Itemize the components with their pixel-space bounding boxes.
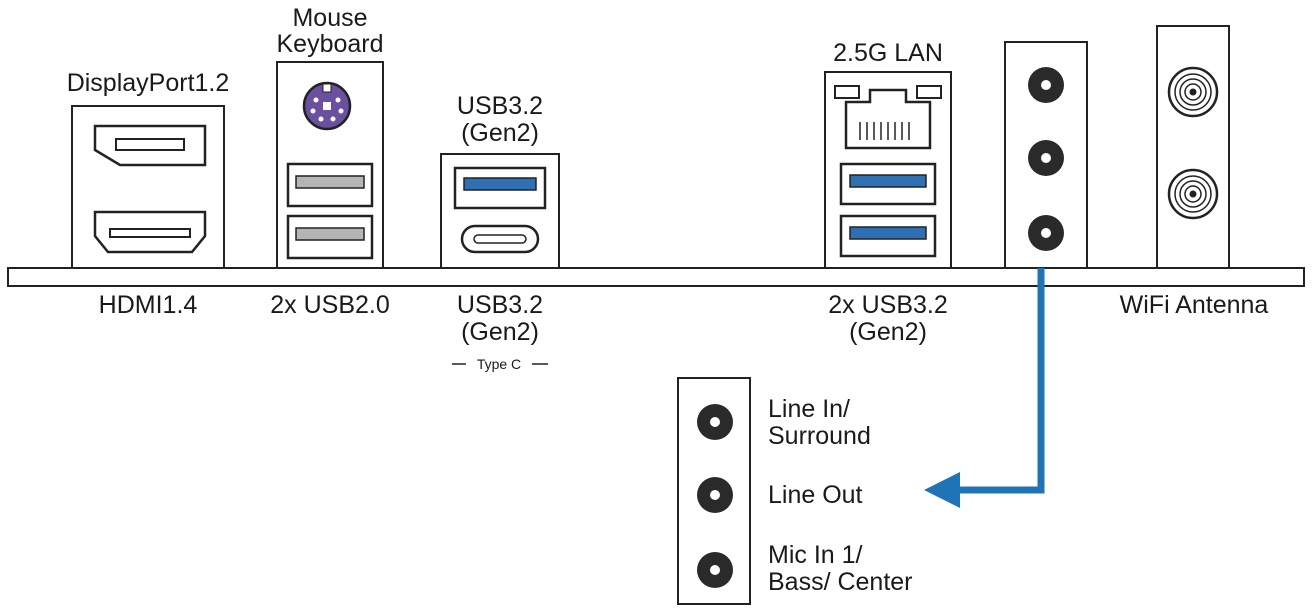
usb2-label: 2x USB2.0 [270,291,390,319]
io-shield-baseline [7,267,1305,287]
callout-arrow [955,268,1045,494]
wifi-antenna-housing [1156,25,1230,269]
usb2-port-2 [286,214,374,260]
mic-in-label: Mic In 1/ [768,541,863,569]
usb32-bottom-label: USB3.2 [456,291,544,319]
legend-jack-line-in [697,404,733,440]
lan-label: 2.5G LAN [833,39,943,67]
rj45-lan-port [834,85,942,150]
wifi-antenna-label: WiFi Antenna [1119,291,1269,319]
wifi-antenna-connector-2 [1167,168,1219,220]
bass-center-label: Bass/ Center [768,568,913,596]
usb32-gen2-port [453,166,547,210]
usb32-bottom-gen-label: (Gen2) [461,318,539,346]
usb32x2-gen-label: (Gen2) [849,318,927,346]
mouse-label: Mouse [292,4,368,32]
displayport-label: DisplayPort1.2 [66,69,230,97]
callout-arrowhead [924,472,960,508]
keyboard-label: Keyboard [276,30,384,58]
ps2-port [302,81,352,131]
wifi-antenna-connector-1 [1167,66,1219,118]
usb2-port-1 [286,162,374,208]
legend-jack-mic-in [697,552,733,588]
usb32-gen2-port-b [839,214,937,258]
usb32x2-label: 2x USB3.2 [828,291,948,319]
legend-jack-line-out [697,477,733,513]
usb32-gen2-port-a [839,162,937,206]
audio-jack-1 [1028,67,1064,103]
line-in-label: Line In/ [768,395,851,423]
surround-label: Surround [768,422,871,450]
line-out-label: Line Out [768,481,863,509]
usb32-top-gen-label: (Gen2) [461,119,539,147]
usb32-top-label: USB3.2 [456,92,544,120]
displayport-connector [93,124,207,167]
type-c-label: Type C [476,356,522,372]
usb-type-c-port [460,224,540,254]
audio-jack-3 [1028,215,1064,251]
hdmi-connector [93,210,207,254]
hdmi-label: HDMI1.4 [98,291,198,319]
audio-jack-2 [1028,140,1064,176]
